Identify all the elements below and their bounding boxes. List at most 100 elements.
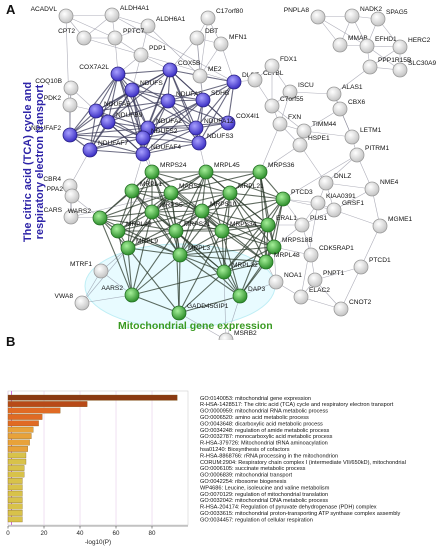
network-node-ndufaf7[interactable]: NDUFAF7 bbox=[82, 140, 128, 158]
network-node-mrpl45[interactable]: MRPL45 bbox=[198, 162, 240, 180]
network-node-ndufs2[interactable]: NDUFS2 bbox=[135, 128, 178, 146]
network-node-spag5[interactable]: SPAG5 bbox=[370, 9, 408, 27]
network-node-c17orf80[interactable]: C17orf80 bbox=[200, 8, 243, 26]
network-node-ppa2[interactable]: PPA2 bbox=[47, 186, 80, 204]
chart-category-label: R-HSA-8868766: rRNA processing in the mi… bbox=[200, 453, 338, 459]
network-node-dnlz[interactable]: DNLZ bbox=[318, 173, 351, 191]
network-node-pitrm1[interactable]: PITRM1 bbox=[349, 145, 390, 163]
network-node-efhd1[interactable]: EFHD1 bbox=[359, 36, 397, 54]
network-node-mrps18b[interactable]: MRPS18B bbox=[266, 237, 313, 255]
node-circle bbox=[258, 254, 274, 270]
network-node-pnpla8[interactable]: PNPLA8 bbox=[284, 7, 326, 25]
network-node-ndufaf2[interactable]: NDUFAF2 bbox=[31, 125, 78, 143]
network-node-slc30a9[interactable]: SLC30A9 bbox=[392, 60, 437, 78]
network-node-cpt2[interactable]: CPT2 bbox=[58, 28, 92, 46]
node-circle bbox=[160, 93, 176, 109]
network-edge bbox=[89, 137, 144, 151]
network-node-vwa8[interactable]: VWA8 bbox=[55, 293, 90, 311]
node-label: GADD45GIP1 bbox=[187, 303, 229, 310]
network-node-pdp1[interactable]: PDP1 bbox=[133, 45, 167, 63]
network-node-mrpl32[interactable]: MRPL32 bbox=[216, 262, 258, 280]
node-label: MRPS24 bbox=[160, 162, 187, 169]
node-circle bbox=[62, 127, 78, 143]
network-node-mtrf1[interactable]: MTRF1 bbox=[70, 261, 109, 279]
network-node-clybl[interactable]: CLYBL bbox=[247, 70, 284, 88]
network-node-coq10b[interactable]: COQ10B bbox=[35, 78, 79, 96]
network-node-c7orf55[interactable]: C7orf55 bbox=[264, 96, 304, 114]
network-node-fdx1[interactable]: FDX1 bbox=[264, 56, 297, 74]
network-node-noa1[interactable]: NOA1 bbox=[268, 272, 302, 290]
node-circle bbox=[63, 80, 79, 96]
network-node-wars2[interactable]: WARS2 bbox=[68, 208, 108, 226]
network-node-aars2[interactable]: AARS2 bbox=[101, 285, 140, 303]
network-node-cnot2[interactable]: CNOT2 bbox=[333, 299, 372, 317]
network-edge bbox=[151, 211, 181, 256]
network-node-ndufs3[interactable]: NDUFS3 bbox=[191, 133, 234, 151]
network-node-mars2[interactable]: MARS2 bbox=[163, 183, 202, 201]
network-node-mrps10[interactable]: MRPS10 bbox=[194, 201, 237, 219]
network-node-me2[interactable]: ME2 bbox=[192, 66, 222, 84]
network-node-nadk2[interactable]: NADK2 bbox=[344, 6, 382, 24]
network-node-fxn[interactable]: FXN bbox=[272, 114, 301, 132]
network-node-gadd45gip1[interactable]: GADD45GIP1 bbox=[171, 303, 229, 321]
network-node-cox4i1[interactable]: COX4I1 bbox=[220, 113, 260, 131]
network-node-ndufa12[interactable]: NDUFA12 bbox=[188, 118, 234, 136]
network-node-ndufa9[interactable]: NDUFA9 bbox=[160, 91, 202, 109]
network-node-aldh4a1[interactable]: ALDH4A1 bbox=[104, 5, 150, 23]
network-node-iscu[interactable]: ISCU bbox=[282, 82, 314, 100]
chart-category-label: hsa01240: Biosynthesis of cofactors bbox=[200, 447, 290, 453]
network-node-cdk5rap1[interactable]: CDK5RAP1 bbox=[303, 245, 354, 263]
network-node-letm1[interactable]: LETM1 bbox=[344, 127, 382, 145]
network-node-ndufb9[interactable]: NDUFB9 bbox=[100, 112, 143, 130]
network-node-acadvl[interactable]: ACADVL bbox=[31, 6, 74, 24]
network-node-mrps5[interactable]: MRPS5 bbox=[144, 202, 183, 220]
node-label: COQ10B bbox=[35, 78, 62, 85]
network-node-cars[interactable]: CARS bbox=[44, 207, 79, 225]
network-node-pnpt1[interactable]: PNPT1 bbox=[307, 270, 345, 288]
network-node-ndufs[interactable]: NDUFS bbox=[124, 80, 163, 98]
chart-category-label: GO:0006520: amino acid metabolic process bbox=[200, 415, 309, 421]
network-node-dbt[interactable]: DBT bbox=[189, 28, 218, 46]
network-node-pdk2[interactable]: PDK2 bbox=[44, 95, 78, 113]
network-node-ppp1r15b[interactable]: PPP1R15B bbox=[362, 57, 412, 75]
network-node-cbx6[interactable]: CBX6 bbox=[332, 99, 366, 117]
network-node-mrpl3[interactable]: MRPL3 bbox=[172, 245, 210, 263]
network-node-mrps36[interactable]: MRPS36 bbox=[252, 162, 295, 180]
network-node-kiaa0391[interactable]: KIAA0391 bbox=[310, 193, 356, 211]
network-node-mmab[interactable]: MMAB bbox=[332, 35, 368, 53]
network-node-mrpl9[interactable]: MRPL9 bbox=[120, 238, 158, 256]
network-node-dap3[interactable]: DAP3 bbox=[232, 286, 266, 304]
network-node-mrpl1[interactable]: MRPL1 bbox=[124, 181, 162, 199]
network-node-herc2[interactable]: HERC2 bbox=[392, 37, 431, 55]
network-node-mgme1[interactable]: MGME1 bbox=[372, 216, 413, 234]
network-edge bbox=[117, 192, 172, 232]
network-node-hspe1[interactable]: HSPE1 bbox=[292, 135, 330, 153]
node-circle bbox=[310, 9, 326, 25]
network-edge bbox=[151, 171, 181, 256]
network-node-sdhb[interactable]: SDHB bbox=[195, 90, 230, 108]
network-node-ndufaf4[interactable]: NDUFAF4 bbox=[135, 144, 181, 162]
network-node-aldh6a1[interactable]: ALDH6A1 bbox=[140, 16, 186, 34]
network-node-nme4[interactable]: NME4 bbox=[364, 179, 399, 197]
network-node-mrps24[interactable]: MRPS24 bbox=[144, 162, 187, 180]
network-node-eral1[interactable]: ERAL1 bbox=[260, 215, 297, 233]
network-node-mrpl48[interactable]: MRPL48 bbox=[258, 252, 300, 270]
network-node-mrpl49[interactable]: MRPL49 bbox=[110, 221, 152, 239]
network-node-timm44[interactable]: TIMM44 bbox=[296, 121, 337, 139]
network-node-mrps34[interactable]: MRPS34 bbox=[214, 221, 257, 239]
network-node-ndufa5[interactable]: NDUFA5 bbox=[88, 101, 130, 119]
network-node-ptcd1[interactable]: PTCD1 bbox=[353, 257, 391, 275]
network-node-grsf1[interactable]: GRSF1 bbox=[326, 200, 364, 218]
node-circle bbox=[247, 72, 263, 88]
network-node-pus1[interactable]: PUS1 bbox=[294, 215, 328, 233]
network-node-cox7a2l[interactable]: COX7A2L bbox=[79, 64, 126, 82]
network-node-alas1[interactable]: ALAS1 bbox=[326, 84, 363, 102]
network-node-pptc7[interactable]: PPTC7 bbox=[107, 28, 145, 46]
network-node-mrpl21[interactable]: MRPL21 bbox=[222, 183, 264, 201]
network-node-msrb2[interactable]: MSRB2 bbox=[218, 330, 257, 340]
network-node-mfn1[interactable]: MFN1 bbox=[213, 34, 247, 52]
network-node-cox5b[interactable]: COX5B bbox=[162, 60, 201, 78]
network-node-ptcd3[interactable]: PTCD3 bbox=[275, 189, 313, 207]
network-node-mrps31[interactable]: MRPS31 bbox=[168, 221, 211, 239]
network-node-elac2[interactable]: ELAC2 bbox=[293, 287, 330, 305]
